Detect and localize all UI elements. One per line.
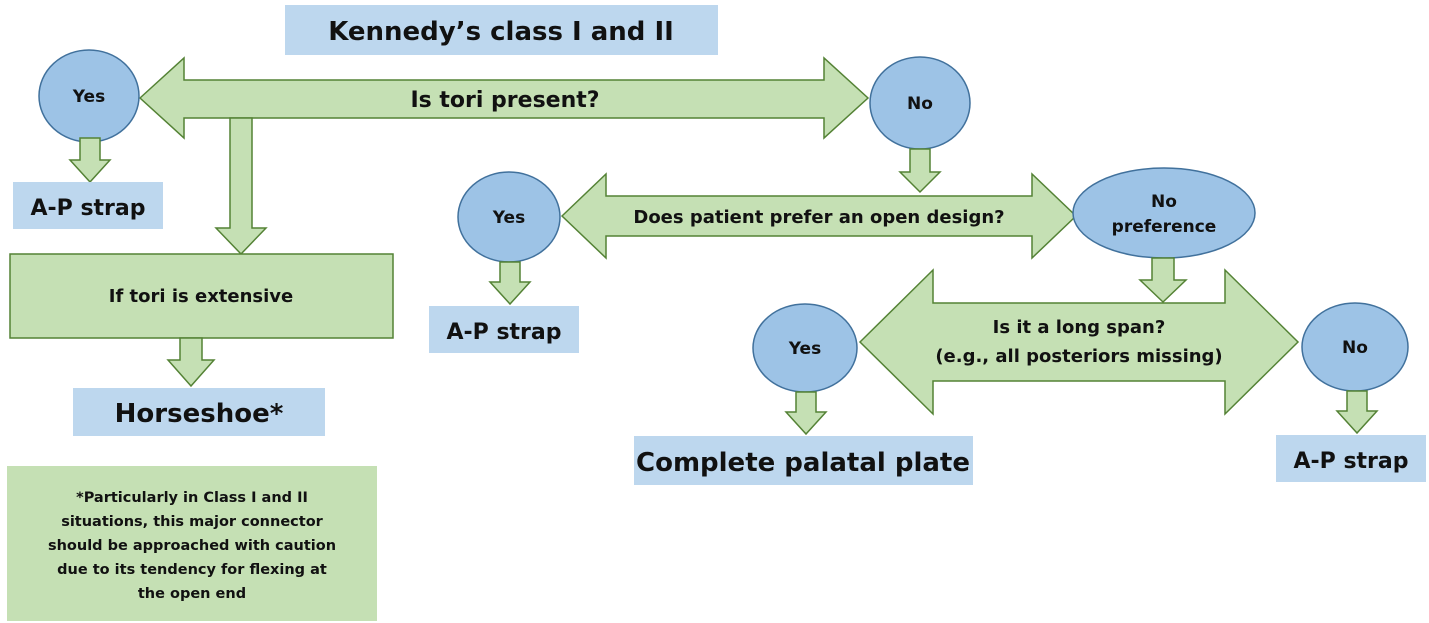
result-complete-plate: Complete palatal plate xyxy=(636,448,970,478)
arrow-down-span-yes xyxy=(784,391,828,436)
result-ap-strap-2: A-P strap xyxy=(447,320,562,345)
arrow-down-horseshoe xyxy=(166,337,216,388)
node-open-yes-label: Yes xyxy=(492,208,525,228)
result-ap-strap-3-box xyxy=(1276,435,1426,482)
question-tori-present: Is tori present? xyxy=(410,88,599,113)
arrow-down-open-yes xyxy=(488,261,532,306)
arrow-down-span-no xyxy=(1335,390,1379,435)
node-no-preference xyxy=(1072,167,1256,259)
footnote-line-1: *Particularly in Class I and II xyxy=(76,490,308,506)
title-text: Kennedy’s class I and II xyxy=(328,17,674,47)
node-tori-no-label: No xyxy=(907,94,933,114)
arrow-down-extensive xyxy=(214,117,268,256)
footnote-line-3: should be approached with caution xyxy=(48,538,336,554)
question-long-span-line-2: (e.g., all posteriors missing) xyxy=(935,346,1222,367)
result-ap-strap-3: A-P strap xyxy=(1294,449,1409,474)
condition-extensive: If tori is extensive xyxy=(109,286,294,307)
result-complete-plate-box xyxy=(634,436,973,485)
arrow-long-span xyxy=(858,268,1300,416)
footnote-line-2: situations, this major connector xyxy=(61,514,323,530)
node-span-no-label: No xyxy=(1342,338,1368,358)
result-ap-strap-1-box xyxy=(13,182,163,229)
question-open-design: Does patient prefer an open design? xyxy=(633,207,1004,228)
arrow-down-tori-yes xyxy=(68,137,112,184)
arrow-down-tori-no xyxy=(898,148,942,194)
node-span-yes-label: Yes xyxy=(788,339,821,359)
result-ap-strap-1: A-P strap xyxy=(31,196,146,221)
footnote-line-5: the open end xyxy=(138,586,246,602)
node-no-preference-line-2: preference xyxy=(1112,217,1217,237)
result-ap-strap-2-box xyxy=(429,306,579,353)
condition-extensive-box xyxy=(9,253,394,339)
result-horseshoe-box xyxy=(73,388,325,436)
question-long-span-line-1: Is it a long span? xyxy=(993,317,1166,338)
result-horseshoe: Horseshoe* xyxy=(115,399,284,429)
arrow-is-tori-present xyxy=(138,56,870,140)
footnote-line-4: due to its tendency for flexing at xyxy=(57,562,327,578)
node-tori-yes-label: Yes xyxy=(72,87,105,107)
node-no-preference-line-1: No xyxy=(1151,192,1177,212)
arrow-down-no-preference xyxy=(1138,257,1188,304)
footnote-box xyxy=(7,466,377,621)
title-box xyxy=(285,5,718,55)
